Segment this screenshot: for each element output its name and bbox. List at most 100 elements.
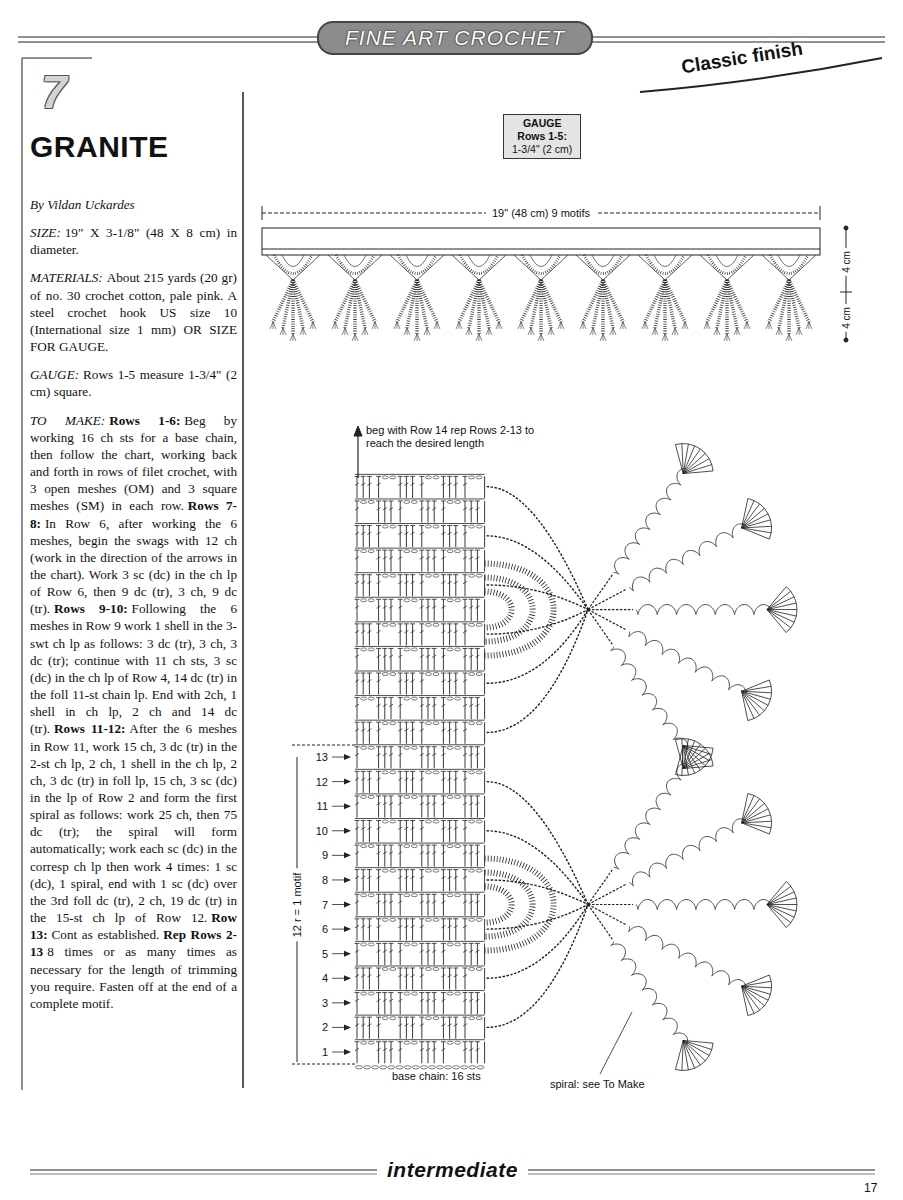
dc-top bbox=[404, 771, 409, 772]
chain-stitch bbox=[455, 845, 461, 848]
dc-bar bbox=[420, 581, 424, 583]
dc-bar bbox=[475, 704, 479, 706]
dc-top bbox=[389, 500, 394, 501]
mini-spiral bbox=[539, 280, 543, 334]
dc-top bbox=[463, 648, 468, 649]
dc-top bbox=[453, 673, 458, 674]
dc-top bbox=[382, 943, 387, 944]
chain-swag bbox=[487, 487, 588, 610]
dc-top bbox=[453, 574, 458, 575]
dc-stitch bbox=[471, 796, 472, 818]
mini-fan bbox=[362, 328, 365, 335]
dc-bar bbox=[426, 753, 430, 755]
dc-top bbox=[355, 623, 360, 624]
dc-stitch bbox=[412, 771, 413, 793]
mini-arc bbox=[336, 255, 374, 274]
fan-stitch bbox=[742, 691, 768, 705]
dc-stitch bbox=[421, 673, 422, 695]
dc-top bbox=[367, 722, 372, 723]
dc-bar bbox=[454, 827, 458, 829]
dc-stitch bbox=[421, 575, 422, 597]
dc-top bbox=[441, 795, 446, 796]
chain-stitch bbox=[390, 574, 396, 577]
dc-stitch bbox=[378, 550, 379, 572]
column-frame bbox=[22, 58, 92, 59]
mini-fan bbox=[335, 322, 338, 329]
grid-line bbox=[355, 793, 485, 794]
chain-stitch bbox=[425, 967, 431, 970]
dc-stitch bbox=[484, 820, 485, 842]
dc-bar bbox=[398, 557, 402, 559]
dc-top bbox=[419, 1017, 424, 1018]
dc-arc bbox=[485, 859, 554, 951]
fan-stitch bbox=[742, 691, 754, 718]
dimension-tick bbox=[262, 206, 263, 220]
mini-swag bbox=[576, 255, 630, 280]
dc-stitch bbox=[400, 476, 401, 498]
dc-bar bbox=[383, 655, 387, 657]
dc-top bbox=[453, 869, 458, 870]
dc-stitch bbox=[449, 575, 450, 597]
fan-stitch bbox=[742, 986, 768, 1000]
dc-stitch bbox=[465, 796, 466, 818]
dc-stitch bbox=[449, 1017, 450, 1039]
dc-top bbox=[447, 771, 452, 772]
node-text: FINE ART CROCHET bbox=[345, 26, 565, 50]
dc-stitch bbox=[443, 796, 444, 818]
row-number: 9 bbox=[308, 849, 328, 861]
arrow-head bbox=[344, 902, 351, 908]
chain-swag bbox=[487, 610, 588, 635]
fan-stitch bbox=[683, 449, 700, 474]
mini-fan bbox=[548, 328, 551, 335]
mini-fan bbox=[717, 328, 720, 335]
dc-bar bbox=[377, 852, 381, 854]
paragraph: SIZE:19" X 3-1/8" (48 X 8 cm) in diamete… bbox=[30, 224, 237, 258]
mini-fan bbox=[799, 328, 802, 335]
dc-stitch bbox=[443, 820, 444, 842]
dc-bar bbox=[389, 950, 393, 952]
base-chain bbox=[404, 1066, 411, 1069]
dc-top bbox=[376, 992, 381, 993]
mini-fan bbox=[623, 322, 626, 329]
mini-fan bbox=[603, 334, 606, 341]
dc-top bbox=[398, 967, 403, 968]
dc-stitch bbox=[384, 943, 385, 965]
dc-top bbox=[426, 894, 431, 895]
dc-stitch bbox=[484, 476, 485, 498]
grid-line bbox=[355, 941, 485, 942]
fan-stitch bbox=[683, 746, 694, 774]
dc-stitch bbox=[378, 796, 379, 818]
mini-fan bbox=[352, 334, 355, 341]
fan-stitch bbox=[742, 504, 760, 528]
chain-stitch bbox=[411, 943, 417, 946]
dc-bar bbox=[355, 753, 359, 755]
dc-stitch bbox=[400, 501, 401, 523]
dc-top bbox=[441, 599, 446, 600]
dc-bar bbox=[404, 925, 408, 927]
dc-top bbox=[398, 550, 403, 551]
fan-stitch bbox=[683, 746, 709, 761]
dc-stitch bbox=[384, 894, 385, 916]
dc-bar bbox=[432, 557, 436, 559]
dc-bar bbox=[441, 778, 445, 780]
chain-stitch bbox=[404, 1041, 410, 1044]
mini-spiral bbox=[353, 280, 357, 334]
mini-fan bbox=[499, 322, 502, 329]
dc-stitch bbox=[421, 968, 422, 990]
chain-stitch bbox=[411, 746, 417, 749]
mini-fan bbox=[809, 322, 812, 329]
dc-stitch bbox=[369, 476, 370, 498]
dc-bar bbox=[469, 999, 473, 1001]
chain-stitch bbox=[368, 746, 374, 749]
dc-stitch bbox=[378, 747, 379, 769]
dc-stitch bbox=[391, 894, 392, 916]
dc-top bbox=[469, 1041, 474, 1042]
dc-top bbox=[441, 1017, 446, 1018]
dc-stitch bbox=[428, 747, 429, 769]
dc-stitch bbox=[443, 673, 444, 695]
dc-top bbox=[361, 1017, 366, 1018]
dc-bar bbox=[432, 655, 436, 657]
dc-bar bbox=[361, 1024, 365, 1026]
grid-line bbox=[355, 1039, 485, 1040]
dc-bar bbox=[463, 827, 467, 829]
